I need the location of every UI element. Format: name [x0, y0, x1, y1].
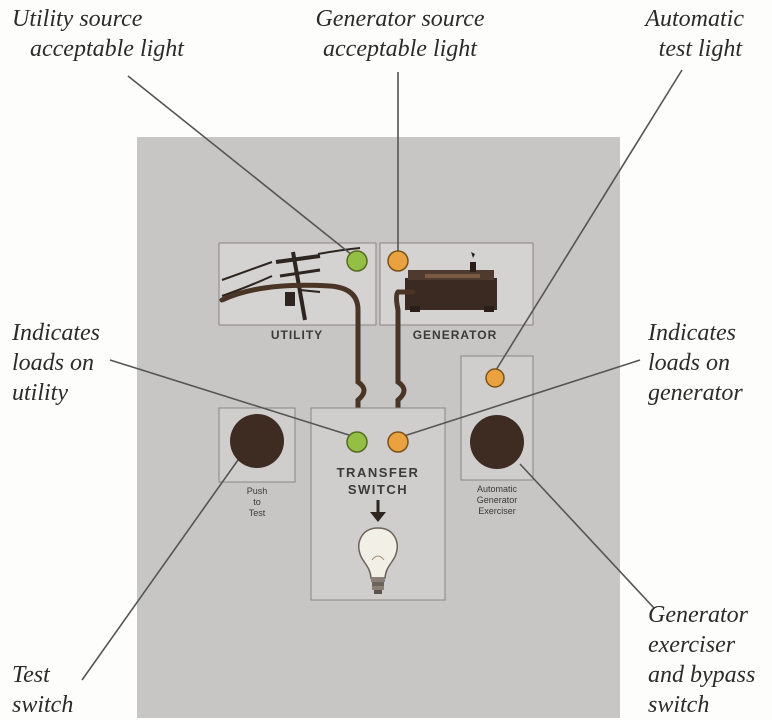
generator-source-light	[387, 250, 409, 272]
push-to-test-button[interactable]	[230, 414, 284, 468]
transfer-switch-label-line1: TRANSFER	[337, 465, 420, 480]
down-arrow-icon	[370, 500, 386, 522]
callout-utility-source-light: Utility source acceptable light	[12, 6, 184, 62]
push-to-test-label-line3: Test	[249, 508, 266, 518]
push-to-test-label-line2: to	[253, 497, 261, 507]
utility-label: UTILITY	[271, 328, 323, 342]
loads-on-utility-light	[346, 431, 368, 453]
callout-loads-on-generator: Indicates loads on generator	[648, 320, 743, 406]
utility-pole-icon	[221, 247, 361, 321]
exerciser-label-line1: Automatic	[477, 484, 518, 494]
callout-automatic-test-light: Automatic test light	[645, 6, 744, 62]
light-bulb-icon	[358, 527, 398, 594]
push-to-test-label-line1: Push	[247, 486, 268, 496]
generator-label: GENERATOR	[413, 328, 498, 342]
automatic-test-light	[485, 368, 505, 388]
exerciser-label-line2: Generator	[477, 495, 518, 505]
exerciser-label-line3: Exerciser	[478, 506, 516, 516]
exerciser-bypass-button[interactable]	[470, 415, 524, 469]
transfer-wiring	[219, 282, 416, 441]
leader-lines	[81, 69, 683, 681]
generator-icon	[405, 252, 497, 312]
transfer-switch-label-line2: SWITCH	[348, 482, 408, 497]
callout-exerciser-bypass-switch: Generator exerciser and bypass switch	[648, 602, 756, 718]
callout-generator-source-light: Generator source acceptable light	[315, 6, 485, 62]
loads-on-generator-light	[387, 431, 409, 453]
callout-test-switch: Test switch	[12, 662, 74, 718]
callout-loads-on-utility: Indicates loads on utility	[12, 320, 100, 406]
utility-source-light	[346, 250, 368, 272]
